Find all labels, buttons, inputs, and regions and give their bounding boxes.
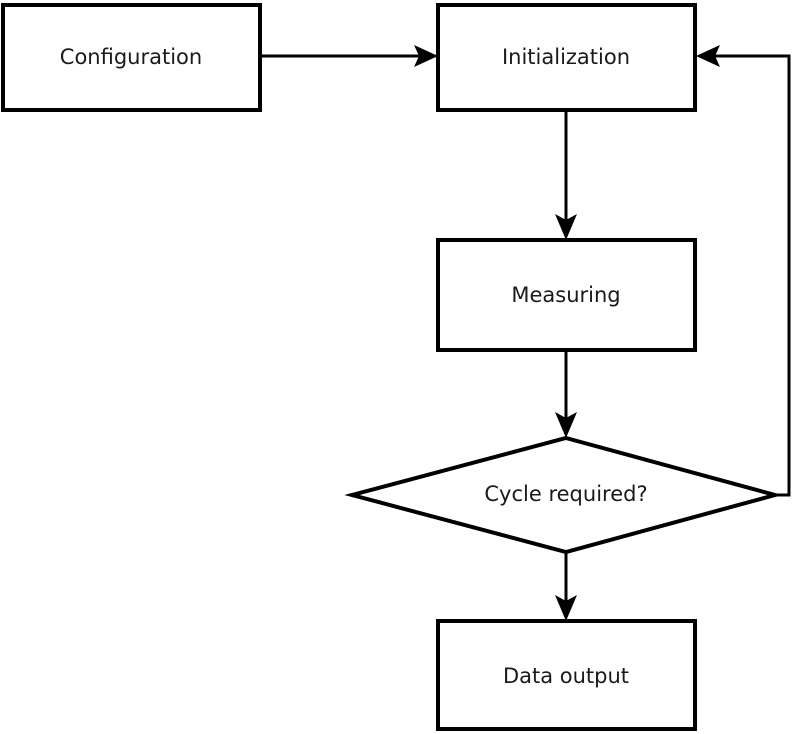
node-measuring[interactable]: Measuring <box>436 238 697 352</box>
arrow-head-icon <box>555 214 577 240</box>
node-configuration-shape[interactable] <box>1 3 262 112</box>
arrow-head-icon <box>414 45 438 67</box>
arrow-head-icon <box>555 412 577 438</box>
node-initialization-label: Initialization <box>502 45 630 69</box>
node-configuration[interactable]: Configuration <box>1 3 262 112</box>
node-cycle-required[interactable]: Cycle required? <box>344 435 783 555</box>
node-initialization[interactable]: Initialization <box>436 3 697 112</box>
node-configuration-label: Configuration <box>60 45 202 69</box>
node-data-output-label: Data output <box>503 664 629 688</box>
edge-cycle-required-to-data-output <box>555 552 577 621</box>
edge-initialization-to-measuring <box>555 110 577 240</box>
edge-line <box>709 54 791 497</box>
node-data-output[interactable]: Data output <box>436 619 697 731</box>
edge-measuring-to-cycle-required <box>555 350 577 438</box>
node-cycle-required-shape[interactable] <box>344 435 783 555</box>
node-data-output-shape[interactable] <box>436 619 697 731</box>
node-measuring-label: Measuring <box>511 283 620 307</box>
edge-cycle-required-to-initialization-loop <box>696 45 791 497</box>
arrow-head-icon <box>555 595 577 621</box>
node-measuring-shape[interactable] <box>436 238 697 352</box>
edge-configuration-to-initialization <box>260 45 438 67</box>
node-initialization-shape[interactable] <box>436 3 697 112</box>
arrow-head-icon <box>696 45 720 67</box>
node-cycle-required-label: Cycle required? <box>484 482 647 506</box>
